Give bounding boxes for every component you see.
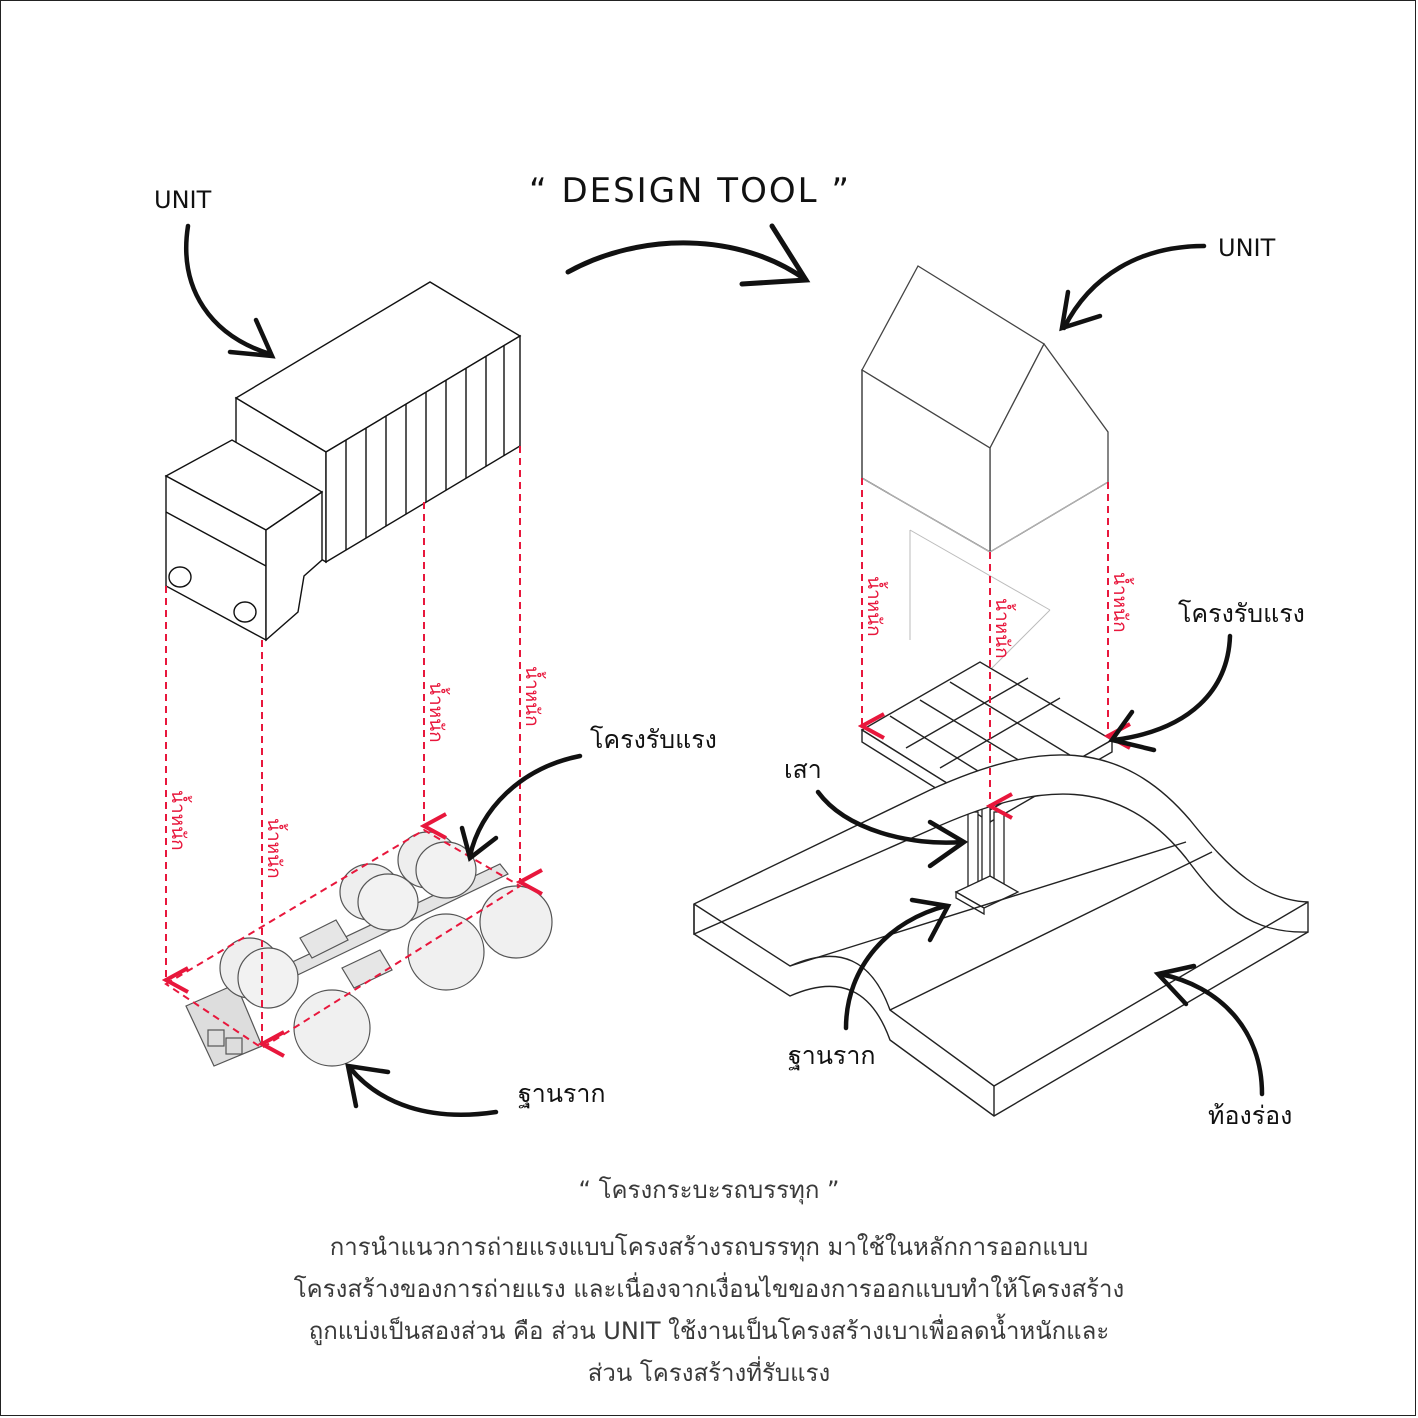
house-canal-pointer <box>1153 963 1265 1097</box>
house-load-arrows <box>862 478 1108 806</box>
house-unit <box>861 265 1109 554</box>
house-foundation-label: ฐานราก <box>788 1041 876 1070</box>
caption-line-1: การนำแนวการถ่ายแรงแบบโครงสร้างรถบรรทุก ม… <box>329 1233 1089 1261</box>
diagram-title: “ DESIGN TOOL ” <box>529 171 851 211</box>
house-unit-label: UNIT <box>1218 234 1276 262</box>
house-column-label: เสา <box>784 755 822 784</box>
house-frame-label: โครงรับแรง <box>1178 599 1305 628</box>
truck-frame-pointer <box>459 753 583 862</box>
caption-line-3: ถูกแบ่งเป็นสองส่วน คือ ส่วน UNIT ใช้งานเ… <box>308 1317 1110 1345</box>
house-frame-pointer <box>1108 633 1233 753</box>
load-label-4: น้ำหนัก <box>521 666 546 727</box>
load-label-3: น้ำหนัก <box>425 682 450 743</box>
caption-body: การนำแนวการถ่ายแรงแบบโครงสร้างรถบรรทุก ม… <box>0 1226 1418 1394</box>
truck-cab <box>164 439 324 642</box>
house-canal-label: ท้องร่อง <box>1208 1101 1292 1130</box>
caption-line-4: ส่วน โครงสร้างที่รับแรง <box>587 1359 831 1387</box>
load-label-2: น้ำหนัก <box>263 818 288 879</box>
caption-line-2: โครงสร้างของการถ่ายแรง และเนื่องจากเงื่อ… <box>293 1275 1125 1303</box>
transition-arrow <box>565 223 811 287</box>
caption-title: “ โครงกระบะรถบรรทุก ” <box>578 1176 840 1204</box>
house-load-label-3: น้ำหนัก <box>1109 572 1134 633</box>
truck-chassis <box>185 831 553 1067</box>
house-load-label-2: น้ำหนัก <box>991 598 1016 659</box>
truck-load-arrows <box>166 446 520 1044</box>
truck-foundation-label: ฐานราก <box>518 1079 606 1108</box>
house-columns <box>954 805 1020 916</box>
truck-foundation-pointer <box>345 1063 499 1117</box>
truck-unit-pointer <box>184 223 276 359</box>
truck-unit-label: UNIT <box>154 186 212 214</box>
house-foundation-pointer <box>843 897 952 1031</box>
house-column-pointer <box>815 789 969 869</box>
canal-ground <box>693 754 1309 1117</box>
load-label-1: น้ำหนัก <box>167 790 192 851</box>
truck-frame-label: โครงรับแรง <box>590 725 717 754</box>
house-load-label-1: น้ำหนัก <box>863 576 888 637</box>
house-unit-pointer <box>1059 243 1207 332</box>
